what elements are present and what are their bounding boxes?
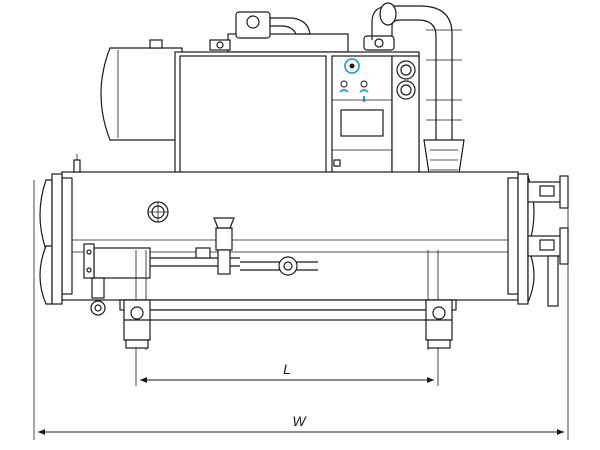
main-shell (39, 171, 535, 305)
discharge-pipe (371, 2, 465, 181)
gauge-icon (396, 80, 416, 100)
compressor-motor (100, 39, 183, 141)
vent-valve (73, 154, 81, 173)
control-panel (332, 58, 392, 167)
dimension-w-label: W (292, 413, 307, 429)
indicator-light-icon (360, 80, 368, 88)
indicator-light-icon (340, 80, 348, 88)
sight-glass (147, 201, 169, 223)
pressure-gauges (396, 60, 416, 100)
gauge-icon (396, 60, 416, 80)
dimension-w: W (33, 180, 569, 440)
liquid-line (78, 217, 318, 316)
dimension-l-label: L (283, 361, 291, 377)
dimension-l: L (135, 350, 439, 386)
water-nozzles (527, 175, 569, 307)
base-frame (119, 299, 457, 349)
motor-housing (209, 11, 395, 53)
display-screen (340, 109, 384, 137)
control-cabinet (174, 51, 420, 185)
logo-icon (344, 58, 360, 74)
